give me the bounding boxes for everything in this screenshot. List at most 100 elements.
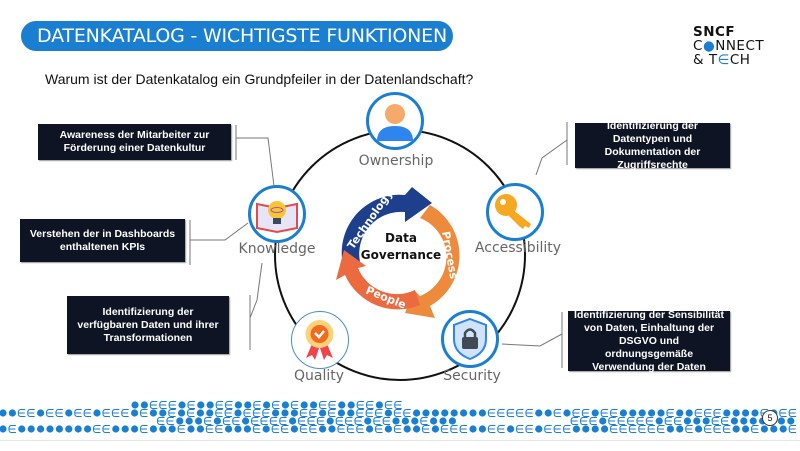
pattern-e-glyph	[673, 417, 682, 425]
pattern-dot	[460, 409, 468, 417]
pattern-dot	[65, 425, 73, 433]
pattern-dot	[206, 401, 214, 409]
pattern-dot	[384, 425, 392, 433]
center-label: Data Governance	[351, 230, 451, 264]
pattern-dot	[326, 417, 334, 425]
pattern-e-glyph	[215, 425, 223, 433]
pattern-dot	[310, 401, 318, 409]
pattern-dot	[195, 417, 203, 425]
pattern-e-glyph	[703, 409, 712, 417]
pattern-dot	[441, 409, 449, 417]
pattern-dot	[730, 417, 739, 425]
node-label-accessibility: Accessibility	[474, 240, 562, 256]
logo-text: C	[693, 38, 703, 54]
logo-e: ∈	[717, 52, 730, 68]
pattern-e-glyph	[628, 425, 637, 433]
pattern-dot	[591, 409, 599, 417]
pattern-e-glyph	[316, 417, 325, 425]
pattern-e-glyph	[393, 425, 402, 433]
pattern-e-glyph	[318, 401, 327, 409]
pattern-dot	[422, 409, 430, 417]
pattern-e-glyph	[168, 409, 176, 417]
pattern-e-glyph	[779, 409, 787, 417]
pattern-e-glyph	[27, 409, 35, 417]
pattern-dot	[478, 409, 486, 417]
pattern-dot	[413, 409, 421, 417]
pattern-e-glyph	[487, 409, 496, 417]
pattern-dot	[430, 417, 438, 425]
pattern-e-glyph	[290, 401, 299, 409]
pattern-dot	[629, 409, 637, 417]
pattern-dot	[478, 425, 486, 433]
pattern-e-glyph	[177, 425, 186, 433]
pattern-dot	[18, 425, 26, 433]
pattern-dot	[648, 409, 656, 417]
center-label-line-1: Data	[385, 231, 417, 245]
pattern-e-glyph	[420, 417, 428, 425]
pattern-e-glyph	[299, 409, 308, 417]
pattern-e-glyph	[346, 425, 355, 433]
pattern-e-glyph	[365, 409, 374, 417]
pattern-e-glyph	[570, 417, 579, 425]
pattern-dot	[281, 409, 289, 417]
pattern-dot	[121, 425, 129, 433]
pattern-dot	[770, 425, 778, 433]
pattern-e-glyph	[55, 409, 63, 417]
pattern-e-glyph	[373, 417, 381, 425]
pattern-e-glyph	[713, 425, 721, 433]
pattern-e-glyph	[168, 401, 177, 409]
pattern-e-glyph	[186, 409, 195, 417]
pattern-dot	[131, 425, 139, 433]
callout-transformations: Identifizierung der verfügbaren Daten un…	[67, 296, 229, 354]
pattern-dot	[676, 425, 684, 433]
pattern-dot	[695, 425, 703, 433]
node-ownership	[366, 92, 424, 150]
pattern-e-glyph	[750, 425, 759, 433]
pattern-dot	[401, 417, 409, 425]
connector-security	[501, 312, 563, 368]
pattern-e-glyph	[645, 417, 654, 425]
pattern-dot	[683, 417, 692, 425]
pattern-e-glyph	[788, 425, 797, 433]
pattern-dot	[159, 425, 167, 433]
pattern-e-glyph	[307, 417, 315, 425]
pattern-e-glyph	[139, 409, 148, 417]
pattern-dot	[411, 417, 419, 425]
pattern-e-glyph	[121, 409, 129, 417]
pattern-dot	[469, 409, 477, 417]
pattern-dot	[535, 409, 543, 417]
connector-transform	[249, 262, 263, 350]
pattern-e-glyph	[382, 417, 391, 425]
pattern-e-glyph	[713, 409, 721, 417]
pattern-e-glyph	[224, 401, 233, 409]
node-security	[441, 310, 499, 368]
logo-line-3: & T∈CH	[693, 53, 764, 67]
pattern-e-glyph	[600, 409, 609, 417]
pattern-e-glyph	[544, 425, 552, 433]
pattern-e-glyph	[562, 425, 571, 433]
pattern-e-glyph	[328, 401, 336, 409]
pattern-dot	[676, 409, 684, 417]
shield-lock-icon	[453, 317, 487, 361]
pattern-e-glyph	[384, 401, 393, 409]
pattern-e-glyph	[335, 417, 344, 425]
pattern-e-glyph	[271, 401, 280, 409]
pattern-e-glyph	[224, 409, 233, 417]
pattern-e-glyph	[609, 425, 618, 433]
pattern-dot	[289, 417, 297, 425]
pattern-e-glyph	[356, 401, 365, 409]
pattern-e-glyph	[572, 409, 580, 417]
pattern-e-glyph	[459, 425, 468, 433]
sncf-connect-tech-logo: SNCF C●NNECT & T∈CH	[693, 25, 764, 67]
pattern-e-glyph	[149, 401, 158, 409]
pattern-dot	[234, 425, 242, 433]
pattern-e-glyph	[722, 425, 731, 433]
pattern-e-glyph	[8, 425, 16, 433]
pattern-e-glyph	[647, 425, 656, 433]
pattern-dot	[225, 425, 233, 433]
pattern-dot	[347, 401, 355, 409]
technology-arrow	[341, 187, 432, 272]
pattern-dot	[234, 409, 242, 417]
footer-divider	[0, 440, 800, 441]
pattern-dot	[196, 409, 204, 417]
